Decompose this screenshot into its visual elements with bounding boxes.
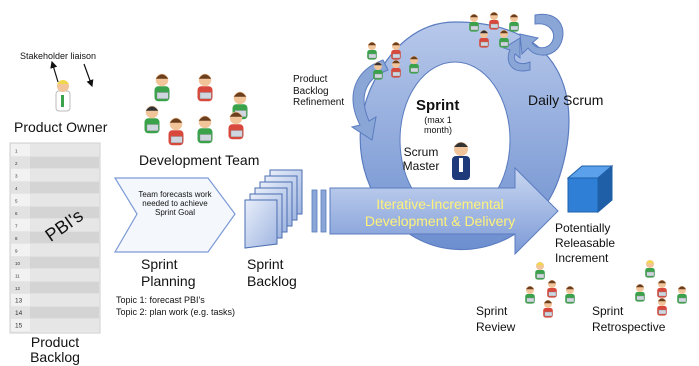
backlog-row-number: 4 bbox=[15, 186, 18, 191]
scrum-master-figure bbox=[452, 142, 470, 180]
person-figure bbox=[525, 286, 535, 304]
sprint-backlog-stack bbox=[244, 169, 303, 249]
person-figure bbox=[547, 280, 557, 298]
backlog-row-number: 10 bbox=[15, 261, 21, 266]
development-arrow bbox=[311, 166, 559, 256]
backlog-row-number: 9 bbox=[15, 249, 18, 254]
backlog-row-number: 15 bbox=[15, 323, 23, 330]
backlog-row-number: 2 bbox=[15, 161, 18, 166]
person-figure bbox=[144, 105, 160, 134]
backlog-row-number: 11 bbox=[15, 274, 20, 279]
daily-scrum-arrow bbox=[519, 13, 564, 56]
sprint-retrospective-label: Sprint Retrospective bbox=[592, 304, 666, 334]
backlog-row-number: 5 bbox=[15, 199, 18, 204]
person-figure bbox=[479, 30, 489, 48]
sprint-duration: (max 1 month) bbox=[423, 115, 452, 135]
daily-scrum-label: Daily Scrum bbox=[528, 92, 604, 108]
backlog-row-number: 8 bbox=[15, 236, 18, 241]
sprint-title: Sprint bbox=[416, 97, 460, 114]
stakeholder-label: Stakeholder liaison bbox=[20, 51, 97, 61]
development-team-figures bbox=[144, 73, 248, 146]
person-figure bbox=[197, 73, 213, 102]
person-figure bbox=[677, 286, 687, 304]
backlog-row-number: 14 bbox=[15, 310, 23, 317]
increment-label: Potentially Releasable Increment bbox=[555, 221, 616, 265]
person-figure bbox=[469, 14, 479, 32]
backlog-row-number: 6 bbox=[15, 211, 18, 216]
person-figure bbox=[154, 73, 170, 102]
increment-cube bbox=[566, 164, 614, 214]
person-figure bbox=[409, 56, 419, 74]
person-figure bbox=[489, 12, 499, 30]
sprint-planning-box-text: Team forecasts work needed to achieve Sp… bbox=[138, 190, 212, 218]
person-figure bbox=[657, 298, 667, 316]
daily-scrum-arrow-2 bbox=[502, 37, 531, 72]
sprint-planning-title: Sprint Planning bbox=[141, 256, 196, 289]
person-figure bbox=[168, 117, 184, 146]
backlog-row-number: 12 bbox=[15, 286, 21, 291]
person-figure bbox=[657, 280, 667, 298]
person-figure bbox=[367, 42, 377, 60]
refinement-team-figures bbox=[367, 42, 419, 80]
backlog-row-number: 1 bbox=[15, 149, 18, 154]
review-team-figures bbox=[525, 262, 575, 318]
person-figure bbox=[391, 42, 401, 60]
person-figure bbox=[391, 60, 401, 78]
product-backlog-title: Product Backlog bbox=[30, 334, 80, 366]
person-figure bbox=[228, 111, 244, 140]
sprint-review-label: Sprint Review bbox=[476, 304, 516, 334]
backlog-row-number: 7 bbox=[15, 224, 18, 229]
person-figure bbox=[565, 286, 575, 304]
person-figure bbox=[535, 262, 545, 280]
scrum-master-label: Scrum Master bbox=[402, 145, 440, 174]
backlog-row-number: 13 bbox=[15, 298, 23, 305]
product-owner-title: Product Owner bbox=[14, 119, 108, 135]
refinement-label: Product Backlog Refinement bbox=[293, 74, 345, 108]
sprint-planning-shape bbox=[113, 177, 236, 253]
daily-scrum-team-figures bbox=[469, 12, 519, 48]
topic-1: Topic 1: forecast PBI's bbox=[116, 295, 205, 305]
person-figure bbox=[543, 300, 553, 318]
sprint-backlog-title: Sprint Backlog bbox=[247, 256, 297, 289]
stakeholder-arrow-up bbox=[50, 60, 59, 83]
person-figure bbox=[373, 62, 383, 80]
product-owner-figure bbox=[55, 80, 71, 112]
refinement-arrow bbox=[350, 59, 389, 141]
topic-2: Topic 2: plan work (e.g. tasks) bbox=[116, 307, 236, 317]
development-arrow-text: Iterative-Incremental Development & Deli… bbox=[364, 196, 516, 229]
backlog-row-number: 3 bbox=[15, 174, 18, 179]
stakeholder-arrow-down bbox=[83, 63, 94, 88]
retro-team-figures bbox=[635, 260, 687, 316]
person-figure bbox=[645, 260, 655, 278]
person-figure bbox=[499, 30, 509, 48]
person-figure bbox=[197, 115, 213, 144]
person-figure bbox=[635, 284, 645, 302]
development-team-title: Development Team bbox=[139, 152, 260, 168]
person-figure bbox=[509, 14, 519, 32]
